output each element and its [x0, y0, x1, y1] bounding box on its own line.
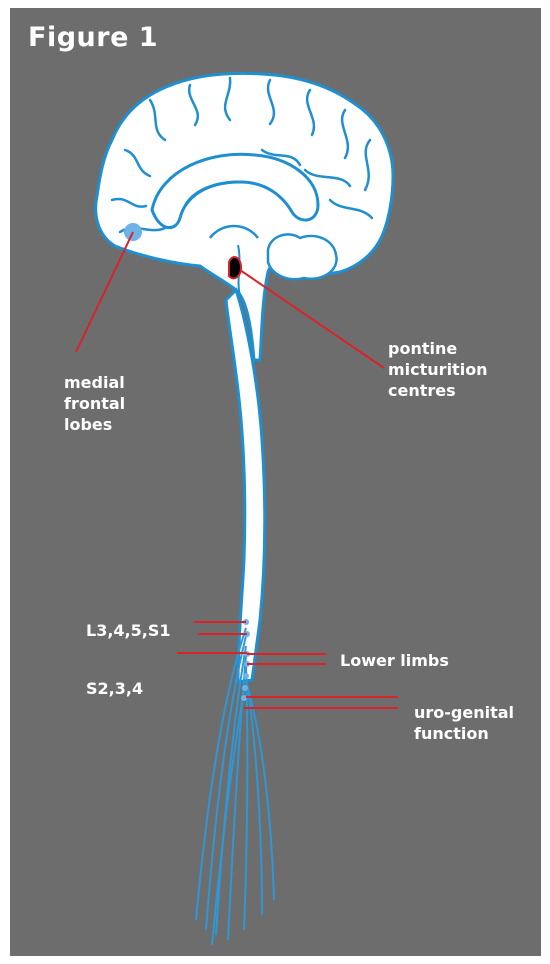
label-lower-limbs: Lower limbs: [340, 650, 449, 671]
cauda-equina-nerves: [196, 628, 274, 945]
label-line: uro-genital: [414, 702, 514, 723]
label-medial-frontal-lobes: medial frontal lobes: [64, 372, 125, 435]
label-line: frontal: [64, 393, 125, 414]
label-s2-s4-segments: S2,3,4: [86, 678, 143, 699]
label-line: micturition: [388, 359, 488, 380]
label-pontine-micturition-centres: pontine micturition centres: [388, 338, 488, 401]
label-line: lobes: [64, 414, 125, 435]
label-line: centres: [388, 380, 488, 401]
label-urogenital-function: uro-genital function: [414, 702, 514, 744]
label-line: medial: [64, 372, 125, 393]
cerebellum: [268, 234, 337, 279]
figure-title: Figure 1: [28, 22, 158, 53]
pontine-centre: [229, 257, 241, 278]
label-line: function: [414, 723, 514, 744]
label-l3-s1-segments: L3,4,5,S1: [86, 620, 170, 641]
label-line: pontine: [388, 338, 488, 359]
